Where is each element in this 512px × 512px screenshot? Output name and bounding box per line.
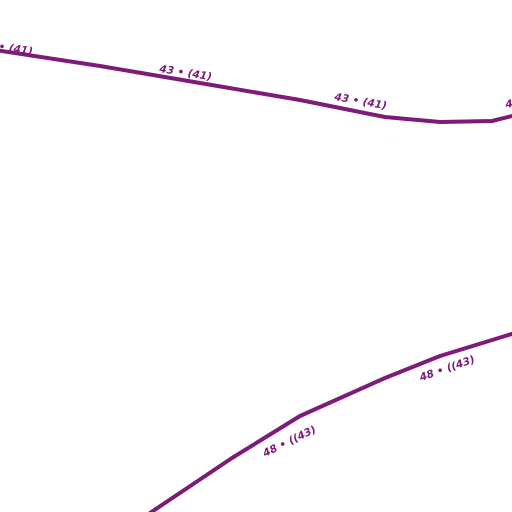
- road-lower[interactable]: 48 • ((43) 48 • ((43): [148, 331, 512, 512]
- road-upper[interactable]: 43 • (41) 43 • (41) 43 • (41) 4: [0, 38, 512, 124]
- road-lower-line[interactable]: [148, 331, 512, 512]
- road-upper-label-4: 4: [503, 98, 512, 111]
- road-upper-label-1: 43 • (41): [0, 38, 34, 58]
- road-upper-line[interactable]: [0, 48, 512, 124]
- road-lower-label-2: 48 • ((43): [417, 354, 476, 384]
- road-lower-label-1: 48 • ((43): [260, 424, 318, 460]
